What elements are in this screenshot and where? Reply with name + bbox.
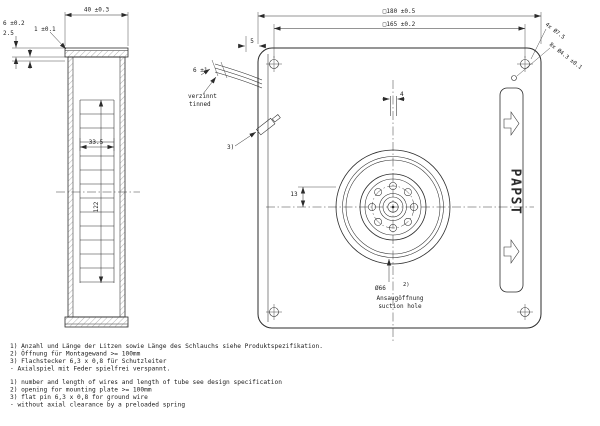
front-view: PAPST 6 ±1 verzinnt tinned 3) □180 ±0.5 [188,8,583,342]
note3-reference: 3) [227,144,234,151]
impeller-face [335,149,451,265]
note-de-1: 1) Anzahl und Länge der Litzen sowie Län… [10,343,323,350]
front-view-dimensions: □180 ±0.5 □165 ±0.2 5 4x Ø7.5 8x Ø4.3 ±0… [238,8,583,310]
dim-hole-square: □165 ±0.2 [383,21,416,28]
shaft-center [391,205,395,209]
flow-arrow-top-icon [503,111,520,136]
note-en-3: 3) flat pin 6,3 x 0,8 for ground wire [10,394,148,401]
dim-side-flange: 6 ±0.2 [3,20,25,27]
mount-hole [511,75,517,81]
wire-label-en: tinned [189,101,211,108]
side-view-impeller [79,99,115,283]
centerlines [266,80,534,342]
dim-wire-tin: 6 ±1 [193,67,208,74]
housing-outline [257,47,542,329]
dim-terminal: 4 [400,91,404,98]
note-de-2: 2) Öffnung für Montagewand >= 100mm [10,349,141,358]
dim-side-impeller: 122 [93,201,100,212]
notes-english: 1) number and length of wires and length… [10,379,282,409]
note-en-1: 1) number and length of wires and length… [10,379,282,386]
note2-reference: 2) [403,282,410,288]
ground-pin-connector [256,114,281,136]
side-view-dimensions: 40 ±0.3 6 ±0.2 2.5 1 ±0.1 33.5 122 [3,7,129,284]
papst-panel: PAPST [499,87,524,293]
dim-mount-holes: 8x Ø4.3 ±0.1 [548,41,584,71]
note-en-2: 2) opening for mounting plate >= 100mm [10,387,152,394]
dim-wire-offset: 5 [250,38,254,45]
dim-side-wall: 2.5 [3,30,14,37]
suction-label-de: Ansaugöffnung [377,295,424,302]
corner-holes [266,56,533,320]
flow-arrow-bottom-icon [503,239,520,264]
side-view-outline [64,47,129,328]
side-view-hatching [65,50,128,327]
side-view: 40 ±0.3 6 ±0.2 2.5 1 ±0.1 33.5 122 [3,7,140,328]
dim-outer-square: □180 ±0.5 [383,8,416,15]
dim-side-plate: 1 ±0.1 [34,26,56,33]
dim-side-stack: 33.5 [89,139,104,146]
dim-center-offset: 13 [290,191,298,198]
notes-german: 1) Anzahl und Länge der Litzen sowie Län… [10,343,323,373]
dim-side-width: 40 ±0.3 [84,7,110,14]
dim-corner-holes: 4x Ø7.5 [544,21,567,41]
suction-label-en: suction hole [378,303,422,310]
wire-label-de: verzinnt [188,93,217,100]
note-en-4: - without axial clearance by a preloaded… [10,402,185,409]
note-de-3: 3) Flachstecker 6,3 x 0,8 für Schutzleit… [10,358,167,365]
papst-logo: PAPST [508,169,523,216]
dim-suction: Ø66 [375,285,386,292]
note-de-4: - Axialspiel mit Feder spielfrei verspan… [10,366,170,373]
motor-bolt-holes [368,182,418,232]
wire-assembly: 6 ±1 verzinnt tinned [188,59,263,108]
